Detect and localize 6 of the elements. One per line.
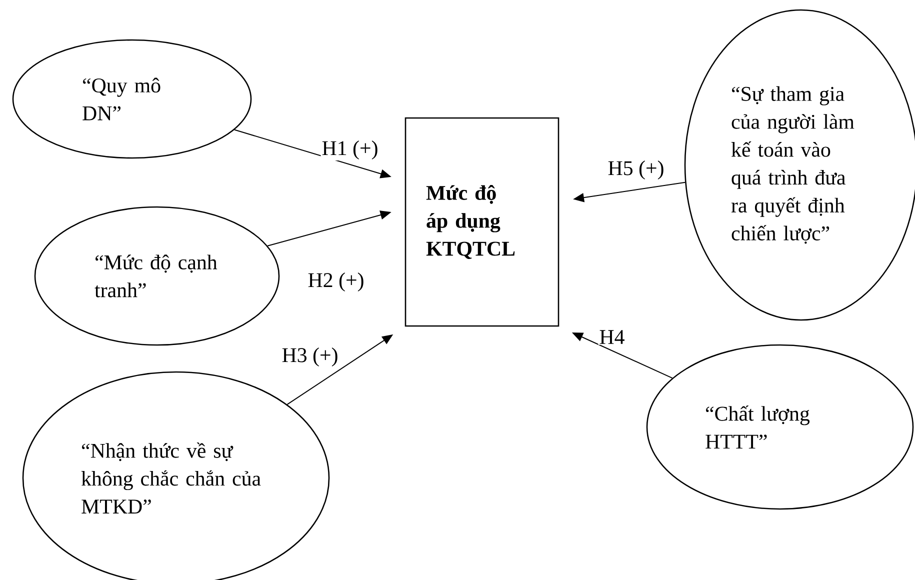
edge-label: H1 (+)	[320, 140, 380, 160]
outcome-box: Mức độ áp dụng KTQTCL	[404, 117, 560, 327]
edge-label: H4	[598, 329, 626, 345]
edge-label: H5 (+)	[606, 160, 666, 180]
edge-label: H2 (+)	[306, 272, 366, 292]
edge-label: H3 (+)	[280, 346, 340, 368]
